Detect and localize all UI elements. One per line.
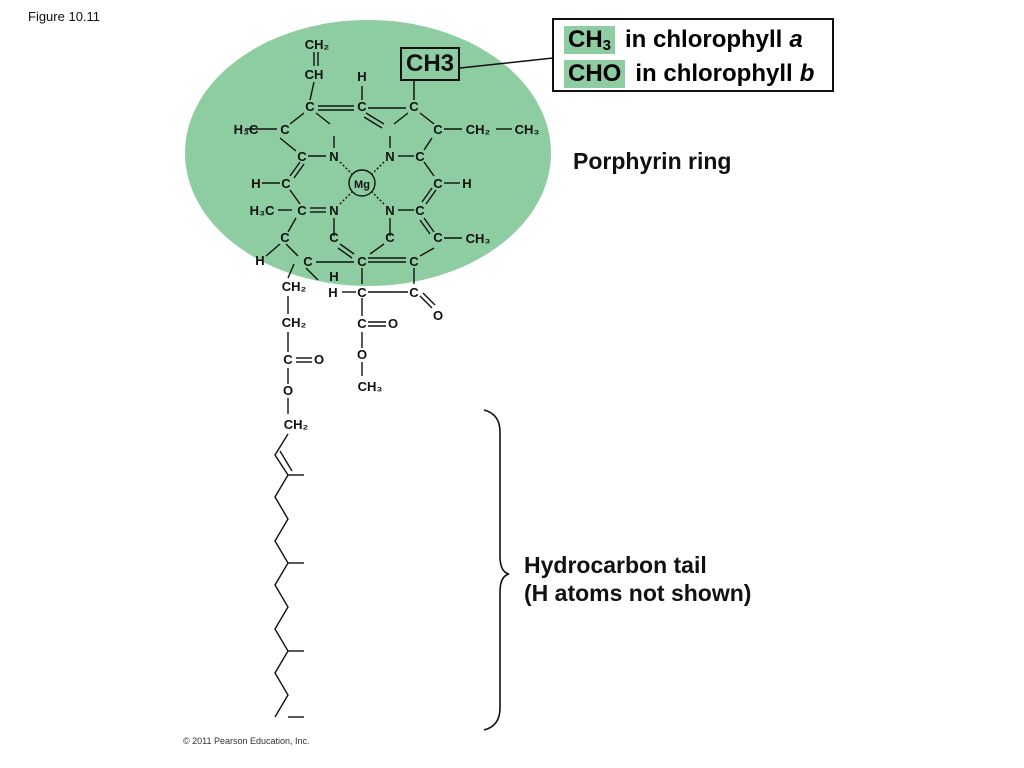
bond-lines	[245, 52, 512, 414]
h3c-left-label: H₃C	[234, 122, 259, 137]
h-left-label: H	[251, 176, 260, 191]
c-19: C	[357, 285, 367, 300]
c-6: C	[297, 149, 307, 164]
ch2-side2-label: CH₂	[282, 315, 307, 330]
c-5: C	[433, 122, 443, 137]
c-10: C	[297, 203, 307, 218]
c-2: C	[357, 99, 367, 114]
ch3-group-text: CH	[568, 26, 603, 53]
c-11: C	[415, 203, 425, 218]
ch2-side3-label: CH₂	[284, 417, 309, 432]
n-1: N	[329, 149, 338, 164]
c-13: C	[329, 230, 339, 245]
porphyrin-ring-label: Porphyrin ring	[573, 148, 732, 174]
c-7: C	[415, 149, 425, 164]
ch3-ester-label: CH₃	[358, 379, 383, 394]
row-a-variant: a	[789, 26, 803, 53]
atom-labels: CH₂ CH H C C C H₃C C C CH₂ CH₃ C N N C H…	[234, 37, 540, 432]
h-top-label: H	[357, 69, 366, 84]
ch2-side1-label: CH₂	[282, 279, 307, 294]
tail-methyl-branches	[288, 474, 304, 718]
ch3-highlight-box: CH3	[400, 47, 460, 81]
c-15: C	[433, 230, 443, 245]
c-14: C	[385, 230, 395, 245]
c-8: C	[281, 176, 291, 191]
h-ring5-label: H	[328, 285, 337, 300]
o-side2-label: O	[283, 383, 293, 398]
c-1: C	[305, 99, 315, 114]
c-12: C	[280, 230, 290, 245]
c-3: C	[409, 99, 419, 114]
o-ester2-label: O	[357, 347, 367, 362]
porphyrin-ring-highlight	[185, 20, 551, 286]
ch3-highlight-text: CH3	[405, 50, 454, 77]
c-17: C	[357, 254, 367, 269]
c-18: C	[409, 254, 419, 269]
cho-group-text: CHO	[568, 60, 622, 87]
mg-circle	[348, 169, 376, 197]
row-b-variant: b	[799, 60, 815, 87]
ch-vinyl-label: CH	[305, 67, 324, 82]
tail-brace	[483, 409, 510, 731]
callout-connector	[459, 57, 554, 69]
ch3-subscript: 3	[602, 36, 612, 54]
h-bottom-mid-label: H	[329, 269, 338, 284]
mg-label: Mg	[354, 179, 370, 191]
copyright-notice: © 2011 Pearson Education, Inc.	[183, 736, 310, 746]
n-4: N	[385, 203, 394, 218]
ch2-vinyl-label: CH₂	[305, 37, 330, 52]
o-side1-label: O	[314, 352, 324, 367]
c-9: C	[433, 176, 443, 191]
tail-double-bond	[279, 450, 293, 472]
h-right-label: H	[462, 176, 471, 191]
tail-label-line1: Hydrocarbon tail	[524, 552, 707, 578]
hydrocarbon-tail	[274, 433, 289, 718]
o-ketone-label: O	[433, 308, 443, 323]
c-22: C	[283, 352, 293, 367]
n-2: N	[385, 149, 394, 164]
cho-chip: CHO	[564, 60, 626, 88]
h3c-left2-label: H₃C	[250, 203, 275, 218]
h-bottom-left-label: H	[255, 253, 264, 268]
c-4: C	[280, 122, 290, 137]
ch3-ethyl-label: CH₃	[515, 122, 540, 137]
figure-label: Figure 10.11	[28, 9, 101, 24]
c-20: C	[409, 285, 419, 300]
c-21: C	[357, 316, 367, 331]
n-3: N	[329, 203, 338, 218]
tail-label-line2: (H atoms not shown)	[524, 580, 752, 606]
ch3-right-label: CH₃	[466, 231, 491, 246]
o-ester-label: O	[388, 316, 398, 331]
row-b-text: in chlorophyll	[635, 60, 793, 87]
callout-row-b: CHO in chlorophyll b	[564, 60, 814, 88]
row-a-text: in chlorophyll	[625, 26, 783, 53]
ch2-ethyl-label: CH₂	[466, 122, 491, 137]
c-16: C	[303, 254, 313, 269]
